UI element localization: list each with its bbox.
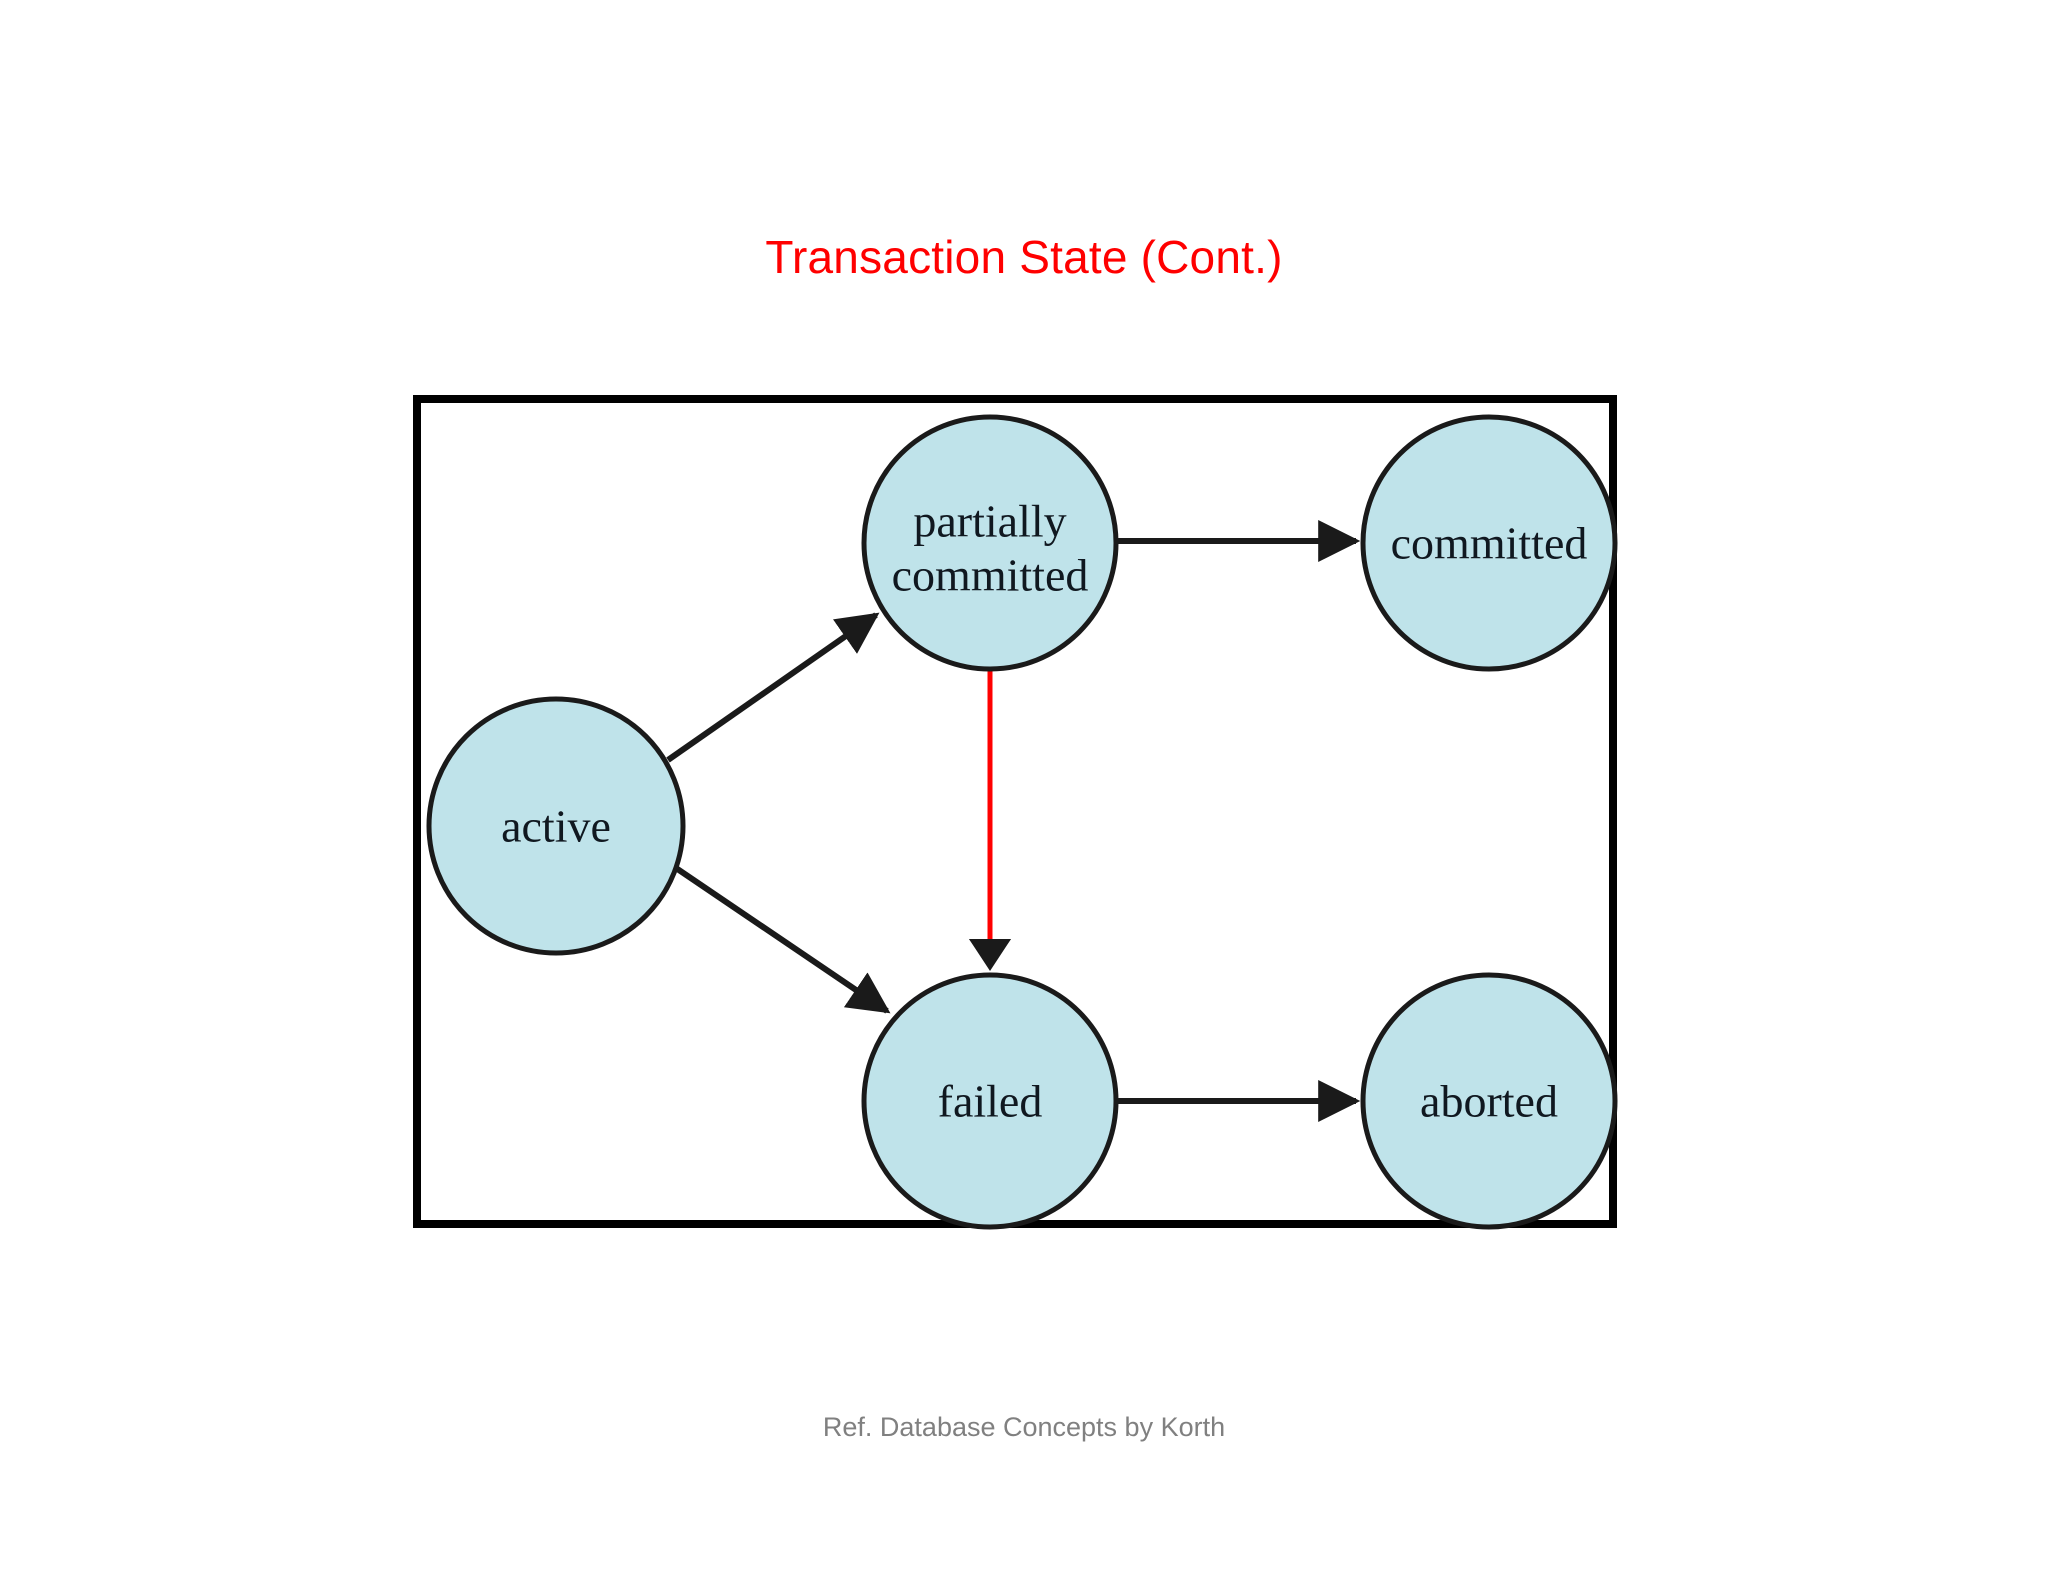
state-node-committed[interactable]: committed [1360,414,1618,672]
state-circle-partially-committed[interactable] [861,414,1119,672]
state-label-aborted: aborted [1420,1076,1558,1127]
state-node-active[interactable]: active [426,696,686,956]
state-label-partially-committed-line1: partially [913,496,1066,547]
edge-active-to-failed [671,863,891,1014]
state-label-partially-committed-line2: committed [892,550,1089,601]
state-label-failed: failed [938,1076,1043,1127]
diagram-svg: active partially committed committed fai… [426,414,1618,1230]
state-label-active: active [501,801,611,852]
state-circle-active[interactable] [426,696,686,956]
transaction-state-diagram: active partially committed committed fai… [413,395,1618,1230]
edge-partially-committed-to-failed [969,669,1011,969]
page-title: Transaction State (Cont.) [765,231,1283,283]
state-label-committed: committed [1391,518,1588,569]
state-circle-committed[interactable] [1360,414,1618,672]
state-node-aborted[interactable]: aborted [1360,972,1618,1230]
state-circle-failed[interactable] [861,972,1119,1230]
arrowhead-partially-committed-to-failed [969,939,1011,971]
reference-footer: Ref. Database Concepts by Korth [822,1412,1226,1442]
state-node-failed[interactable]: failed [861,972,1119,1230]
state-node-partially-committed[interactable]: partially committed [861,414,1119,672]
edge-active-to-partially-committed [666,612,880,763]
state-circle-aborted[interactable] [1360,972,1618,1230]
